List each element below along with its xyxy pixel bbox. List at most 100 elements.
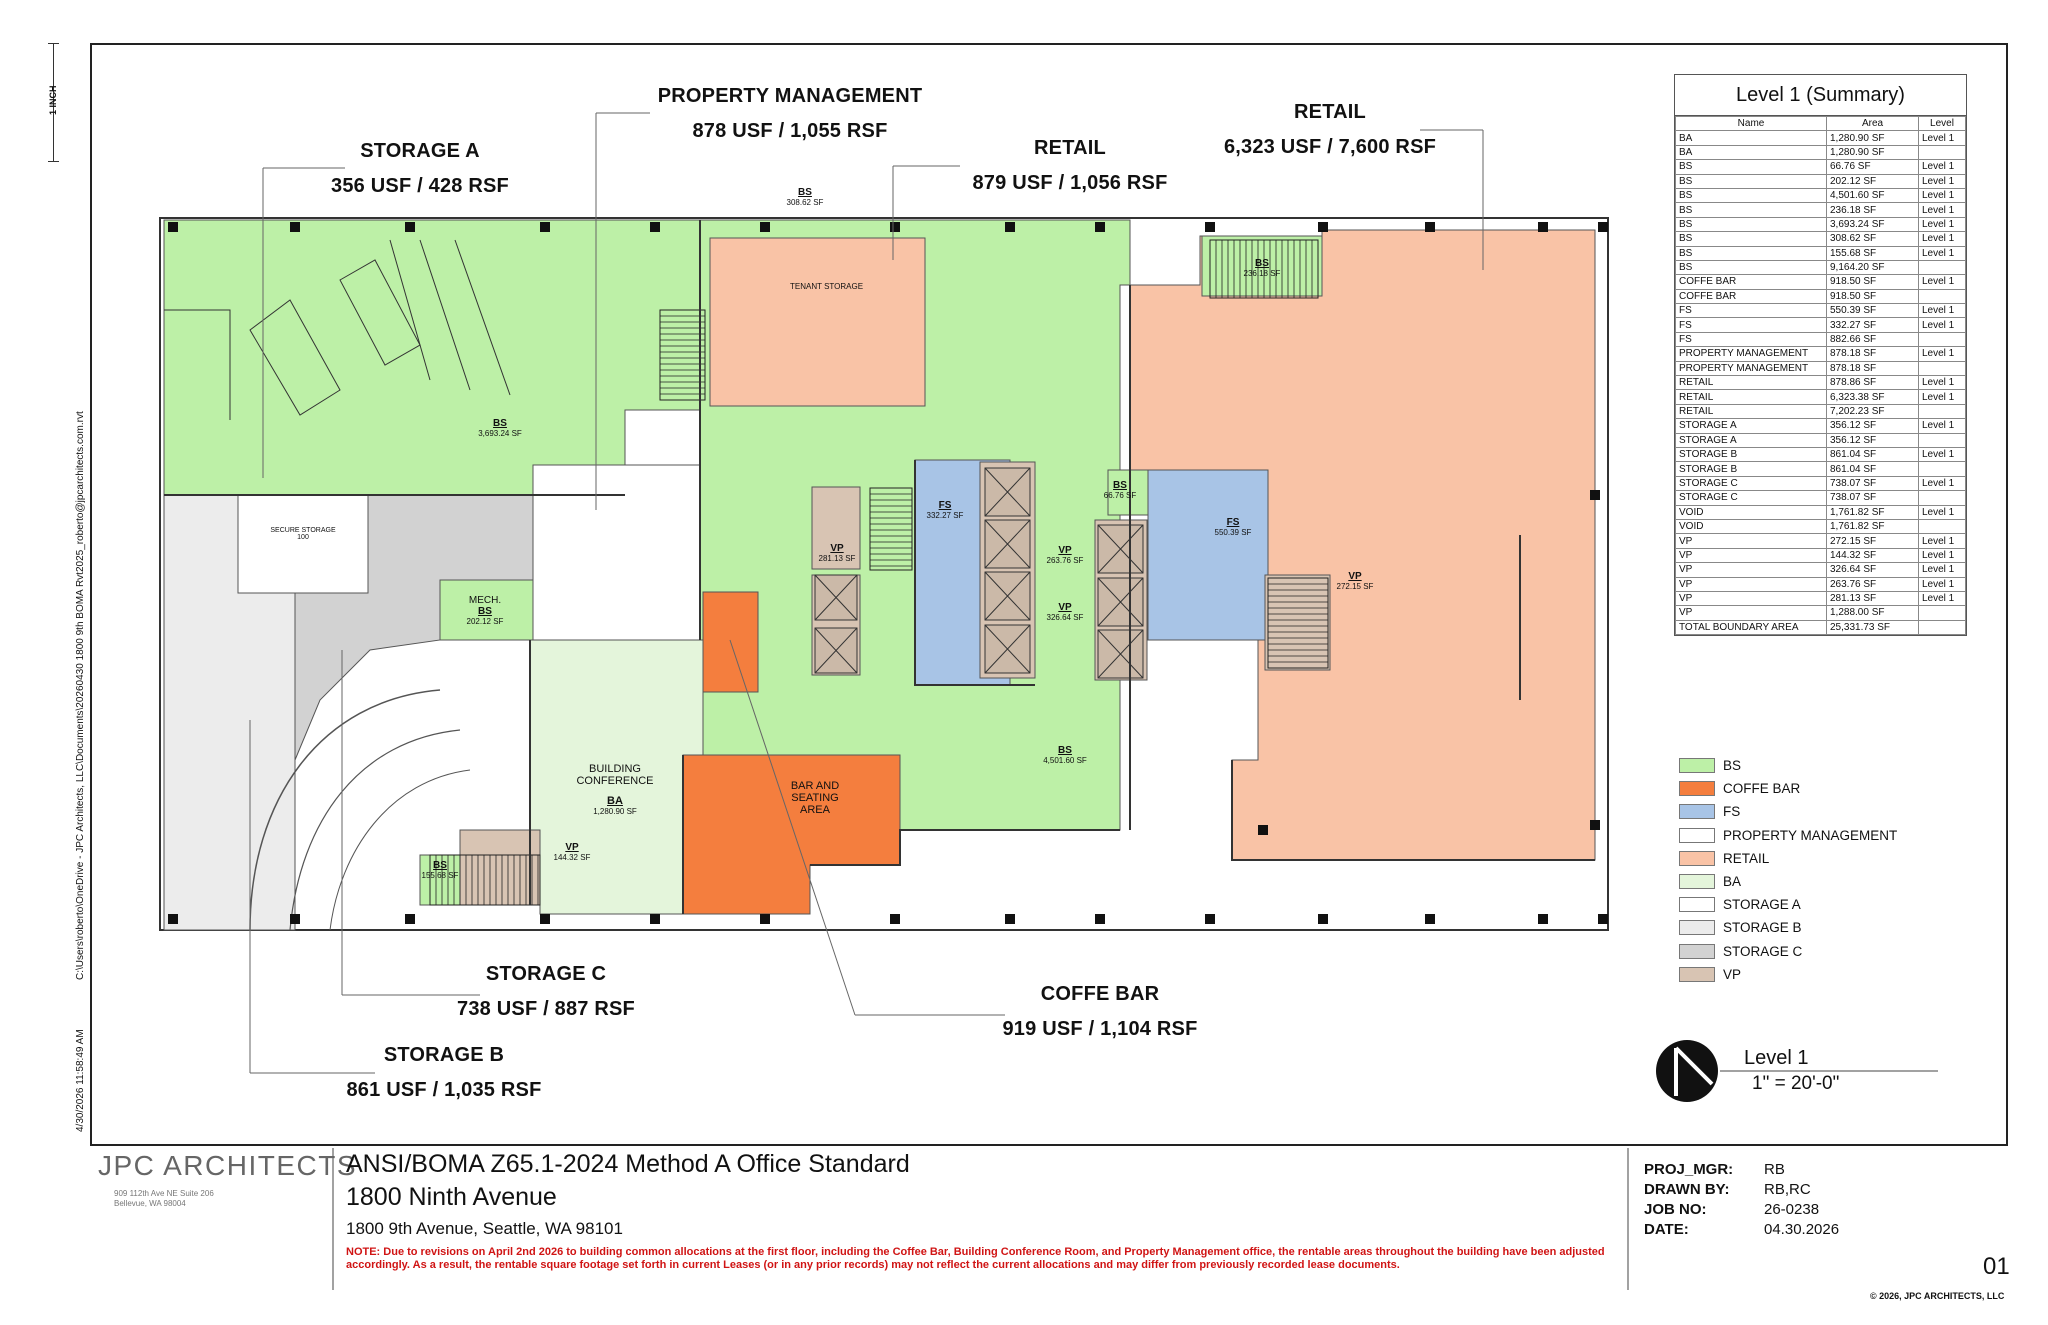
structural-column xyxy=(540,914,550,924)
structural-column xyxy=(168,914,178,924)
cell-name: BS xyxy=(1675,173,1827,189)
cell-area: 550.39 SF xyxy=(1826,303,1919,319)
cell-area: 281.13 SF xyxy=(1826,590,1919,607)
legend-item: BS xyxy=(1679,754,1897,777)
zone-tenant-storage xyxy=(709,237,926,407)
room-code: BA xyxy=(607,795,623,807)
elevator-x xyxy=(1097,577,1144,627)
structural-column xyxy=(650,222,660,232)
curved-drive xyxy=(249,689,441,931)
curved-drive-inner xyxy=(289,729,461,931)
room-bs-small: BS 66.76 SF xyxy=(1098,480,1142,500)
room-area: 1,280.90 SF xyxy=(593,807,637,816)
legend-item: PROPERTY MANAGEMENT xyxy=(1679,824,1897,847)
cell-name: VOID xyxy=(1675,518,1827,535)
cell-name: BS xyxy=(1675,202,1827,218)
wall-6 xyxy=(1231,760,1595,861)
cell-name: VP xyxy=(1675,533,1827,549)
room-tenant-storage: TENANT STORAGE xyxy=(790,282,864,291)
structural-column xyxy=(1318,222,1328,232)
structural-column xyxy=(1598,222,1608,232)
zone-mech xyxy=(439,579,534,641)
structural-column xyxy=(290,222,300,232)
cell-name: STORAGE C xyxy=(1675,490,1827,506)
cell-level xyxy=(1918,360,1966,377)
structural-column xyxy=(1258,825,1268,835)
cell-area: 236.18 SF xyxy=(1826,202,1919,218)
proj-mgr-value: RB xyxy=(1764,1161,1785,1178)
room-mech: MECH. BS 202.12 SF xyxy=(455,595,515,626)
room-name-3: AREA xyxy=(800,804,830,816)
legend-label: PROPERTY MANAGEMENT xyxy=(1723,827,1898,843)
cell-area: 1,280.90 SF xyxy=(1826,130,1919,146)
stair-5 xyxy=(429,854,541,906)
cell-level xyxy=(1918,432,1966,448)
cell-area: 202.12 SF xyxy=(1826,173,1919,189)
date-label: DATE: xyxy=(1644,1221,1689,1238)
elevator-x xyxy=(814,574,858,621)
cell-name: STORAGE C xyxy=(1675,475,1827,492)
cell-area: 918.50 SF xyxy=(1826,274,1919,290)
cell-level: Level 1 xyxy=(1918,187,1966,204)
revision-note: NOTE: Due to revisions on April 2nd 2026… xyxy=(346,1246,1605,1271)
cell-name: BS xyxy=(1675,187,1827,204)
cell-area: 3,693.24 SF xyxy=(1826,216,1919,233)
stall-3 xyxy=(389,239,431,381)
room-area: 236.18 SF xyxy=(1243,269,1281,278)
callout-coffe-bar: COFFE BAR 919 USF / 1,104 RSF xyxy=(990,983,1210,1041)
elevator-x xyxy=(1097,524,1144,574)
callout-retail-large: RETAIL 6,323 USF / 7,600 RSF xyxy=(1215,101,1445,159)
structural-column xyxy=(1598,914,1608,924)
cell-level xyxy=(1918,288,1966,305)
structural-column xyxy=(405,222,415,232)
room-code: VP xyxy=(1058,602,1072,613)
cell-name: VP xyxy=(1675,562,1827,578)
cell-level xyxy=(1918,144,1966,161)
room-code: FS xyxy=(1226,517,1240,528)
room-vp-bottom: VP 144.32 SF xyxy=(547,842,597,862)
callout-area: 356 USF / 428 RSF xyxy=(331,175,509,197)
room-code: BS xyxy=(1255,258,1269,269)
project-address: 1800 9th Avenue, Seattle, WA 98101 xyxy=(346,1219,623,1238)
room-bs-bottom: BS 155.68 SF xyxy=(418,860,462,880)
elevator-x xyxy=(984,519,1031,569)
room-name: BAR AND xyxy=(790,780,840,792)
cell-level: Level 1 xyxy=(1918,173,1966,189)
cell-area: 356.12 SF xyxy=(1826,432,1919,448)
structural-column xyxy=(1318,914,1328,924)
cell-level: Level 1 xyxy=(1918,446,1966,463)
scale-mark-line xyxy=(53,43,54,161)
legend-swatch xyxy=(1679,781,1715,797)
cell-name: VP xyxy=(1675,576,1827,592)
structural-column xyxy=(1095,222,1105,232)
schedule-title: Level 1 (Summary) xyxy=(1675,75,1966,116)
schedule-header-name: Name xyxy=(1675,115,1827,132)
project-name: 1800 Ninth Avenue xyxy=(346,1183,557,1211)
scale-mark-tick-top xyxy=(48,43,59,44)
cell-name: RETAIL xyxy=(1675,375,1827,391)
room-bs-main: BS 3,693.24 SF xyxy=(470,418,530,438)
structural-column xyxy=(1590,490,1600,500)
drawn-by-label: DRAWN BY: xyxy=(1644,1181,1730,1198)
cell-area: 882.66 SF xyxy=(1826,331,1919,348)
cell-level xyxy=(1918,490,1966,506)
view-scale: 1" = 20'-0" xyxy=(1752,1073,1840,1094)
cell-area: 272.15 SF xyxy=(1826,533,1919,549)
room-vp-left: VP 281.13 SF xyxy=(812,543,862,563)
cell-level: Level 1 xyxy=(1918,418,1966,434)
structural-column xyxy=(1005,914,1015,924)
copyright: © 2026, JPC ARCHITECTS, LLC xyxy=(1870,1291,2005,1301)
cell-name: VP xyxy=(1675,590,1827,607)
